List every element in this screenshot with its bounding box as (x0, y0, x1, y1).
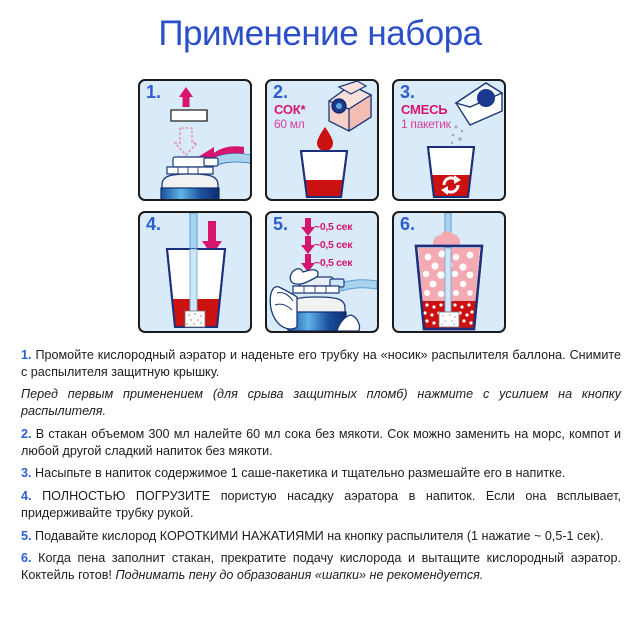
instruction-item-1: 1. Промойте кислородный аэратор и надень… (21, 347, 621, 380)
step-panel-5-timing-2: ~0,5 сек (314, 239, 353, 251)
step-panel-6-number: 6. (400, 214, 416, 234)
step-panel-2-label: СОК* (274, 102, 306, 117)
instruction-6-italic-tail: Поднимать пену до образования «шапки» не… (115, 568, 484, 583)
instruction-item-6: 6. Когда пена заполнит стакан, прекратит… (21, 550, 621, 583)
instruction-2-number: 2. (21, 426, 32, 441)
instruction-5-text: Подавайте кислород КОРОТКИМИ НАЖАТИЯМИ н… (35, 528, 604, 543)
aerator-submerged-in-glass-icon (165, 213, 227, 328)
juice-carton-pouring-into-glass-icon (299, 81, 373, 198)
spray-can-cap-removal-icon (160, 87, 250, 199)
instruction-1-text: Промойте кислородный аэратор и наденьте … (21, 348, 621, 379)
step-panel-6: 6. (392, 211, 506, 333)
instruction-item-2: 2. В стакан объемом 300 мл налейте 60 мл… (21, 426, 621, 459)
step-panel-5-timing-3: ~0,5 сек (314, 257, 353, 269)
glass-full-of-pink-foam-icon (414, 213, 484, 331)
instruction-2-text: В стакан объемом 300 мл налейте 60 мл со… (21, 426, 621, 458)
instruction-item-5: 5. Подавайте кислород КОРОТКИМИ НАЖАТИЯМ… (21, 528, 621, 545)
step-panel-3-number: 3. (400, 82, 416, 102)
step-panel-4-number: 4. (146, 214, 162, 234)
instructions-list: 1. Промойте кислородный аэратор и надень… (21, 347, 621, 584)
instruction-4-text: ПОЛНОСТЬЮ ПОГРУЗИТЕ пористую насадку аэр… (21, 489, 622, 520)
step-panel-1: 1. (138, 79, 252, 201)
step-panel-3-sublabel: 1 пакетик (401, 117, 451, 131)
instruction-item-4: 4. ПОЛНОСТЬЮ ПОГРУЗИТЕ пористую насадку … (21, 488, 621, 521)
instruction-6-text: Когда пена заполнит стакан, прекратите п… (21, 551, 622, 583)
step-panel-4: 4. (138, 211, 252, 333)
page-title: Применение набора (158, 14, 482, 53)
instruction-3-text: Насыпьте в напиток содержимое 1 саше-пак… (35, 466, 566, 481)
instruction-4-number: 4. (21, 489, 32, 504)
step-panel-1-number: 1. (146, 82, 162, 102)
step-panel-5: 5. ~0,5 сек ~0,5 сек ~0,5 сек (265, 211, 379, 333)
step-panel-5-timing-1: ~0,5 сек (314, 221, 353, 233)
instruction-3-number: 3. (21, 466, 32, 481)
instruction-item-3: 3. Насыпьте в напиток содержимое 1 саше-… (21, 465, 621, 482)
step-panel-3: 3. СМЕСЬ 1 пакетик (392, 79, 506, 201)
instruction-1-number: 1. (21, 348, 32, 362)
instruction-6-number: 6. (21, 551, 32, 566)
step-panel-3-label: СМЕСЬ (401, 102, 448, 117)
instruction-1-note: Перед первым применением (для срыва защи… (21, 387, 621, 419)
hand-pressing-spray-button-icon (269, 218, 377, 331)
step-panel-2-sublabel: 60 мл (274, 117, 305, 131)
step-panel-2-number: 2. (273, 82, 289, 102)
step-panel-2: 2. СОК* 60 мл (265, 79, 379, 201)
sachet-powder-into-glass-stir-icon (426, 82, 504, 198)
step-panel-5-number: 5. (273, 214, 289, 234)
steps-illustration-grid: 1. 2. СОК* 60 мл (138, 79, 508, 333)
instruction-5-number: 5. (21, 528, 32, 543)
